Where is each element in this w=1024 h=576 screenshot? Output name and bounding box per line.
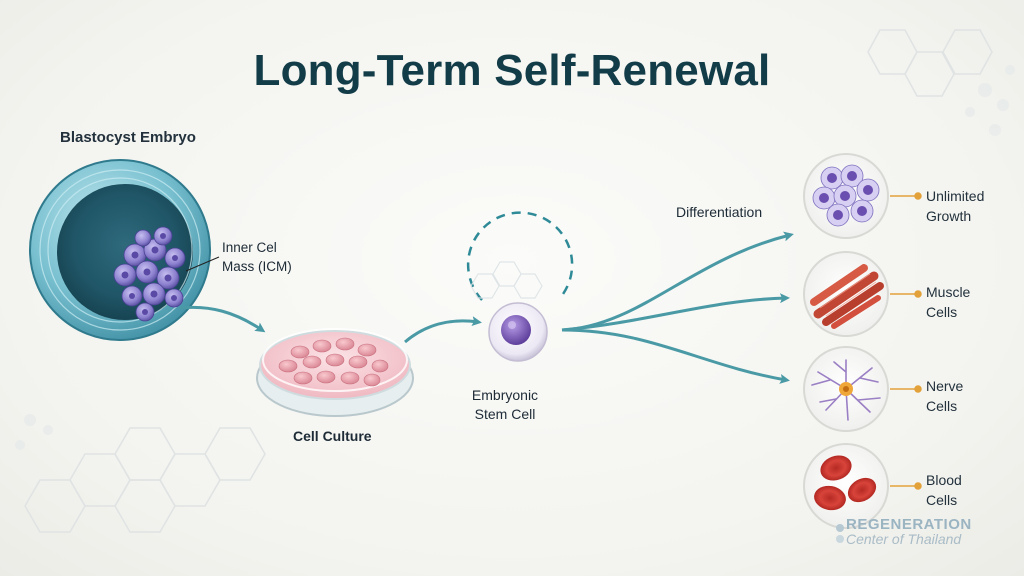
output-muscle-cells-icon [803, 251, 889, 337]
output-label-line2: Growth [926, 208, 972, 224]
arrow-to-stem-cell [404, 316, 482, 344]
embryonic-stem-cell-illustration [488, 302, 548, 362]
output-blood-cells-icon [803, 443, 889, 529]
petri-dish-illustration [256, 328, 414, 417]
logo-mark-icon [836, 524, 844, 543]
icm-label-line2: Mass (ICM) [222, 259, 292, 274]
output-unlimited-growth-icon [803, 153, 889, 239]
icm-label-line1: Inner Cel [222, 240, 277, 255]
arrow-to-culture [179, 305, 266, 333]
differentiation-label: Differentiation [676, 204, 763, 220]
output-connectors [890, 192, 922, 490]
output-nerve-cells-icon [803, 346, 889, 432]
output-label-line1: Unlimited [926, 188, 985, 204]
output-label-line1: Nerve [926, 378, 964, 394]
output-label-line2: Cells [926, 492, 958, 508]
background-hexagons [24, 29, 993, 533]
output-label-muscle-cells: Muscle Cells [926, 282, 1016, 322]
blastocyst-label: Blastocyst Embryo [60, 129, 196, 146]
stem-cell-label-line2: Stem Cell [474, 406, 536, 422]
icm-label: Inner Cel Mass (ICM) [222, 238, 322, 276]
loop-hexagons [470, 261, 543, 299]
stem-cell-label: Embryonic Stem Cell [460, 386, 550, 424]
output-label-line1: Muscle [926, 284, 971, 300]
output-label-line1: Blood [926, 472, 962, 488]
cell-culture-label: Cell Culture [293, 428, 372, 444]
logo-text-line2: Center of Thailand [846, 531, 962, 547]
page-title: Long-Term Self-Renewal [253, 46, 771, 95]
output-label-line2: Cells [926, 398, 958, 414]
logo-text-line1: REGENERATION [846, 516, 972, 533]
icm-pointer-line [185, 256, 220, 272]
stem-cell-label-line1: Embryonic [471, 387, 539, 403]
output-label-nerve-cells: Nerve Cells [926, 376, 1016, 416]
differentiation-arrows [561, 231, 794, 384]
self-renewal-loop [466, 211, 574, 301]
blastocyst-embryo-illustration [29, 159, 211, 341]
output-label-line2: Cells [926, 304, 958, 320]
regeneration-center-logo: REGENERATION Center of Thailand [836, 516, 1016, 547]
background-dots [15, 65, 1015, 450]
output-label-blood-cells: Blood Cells [926, 470, 1016, 510]
output-label-unlimited-growth: Unlimited Growth [926, 186, 1016, 226]
